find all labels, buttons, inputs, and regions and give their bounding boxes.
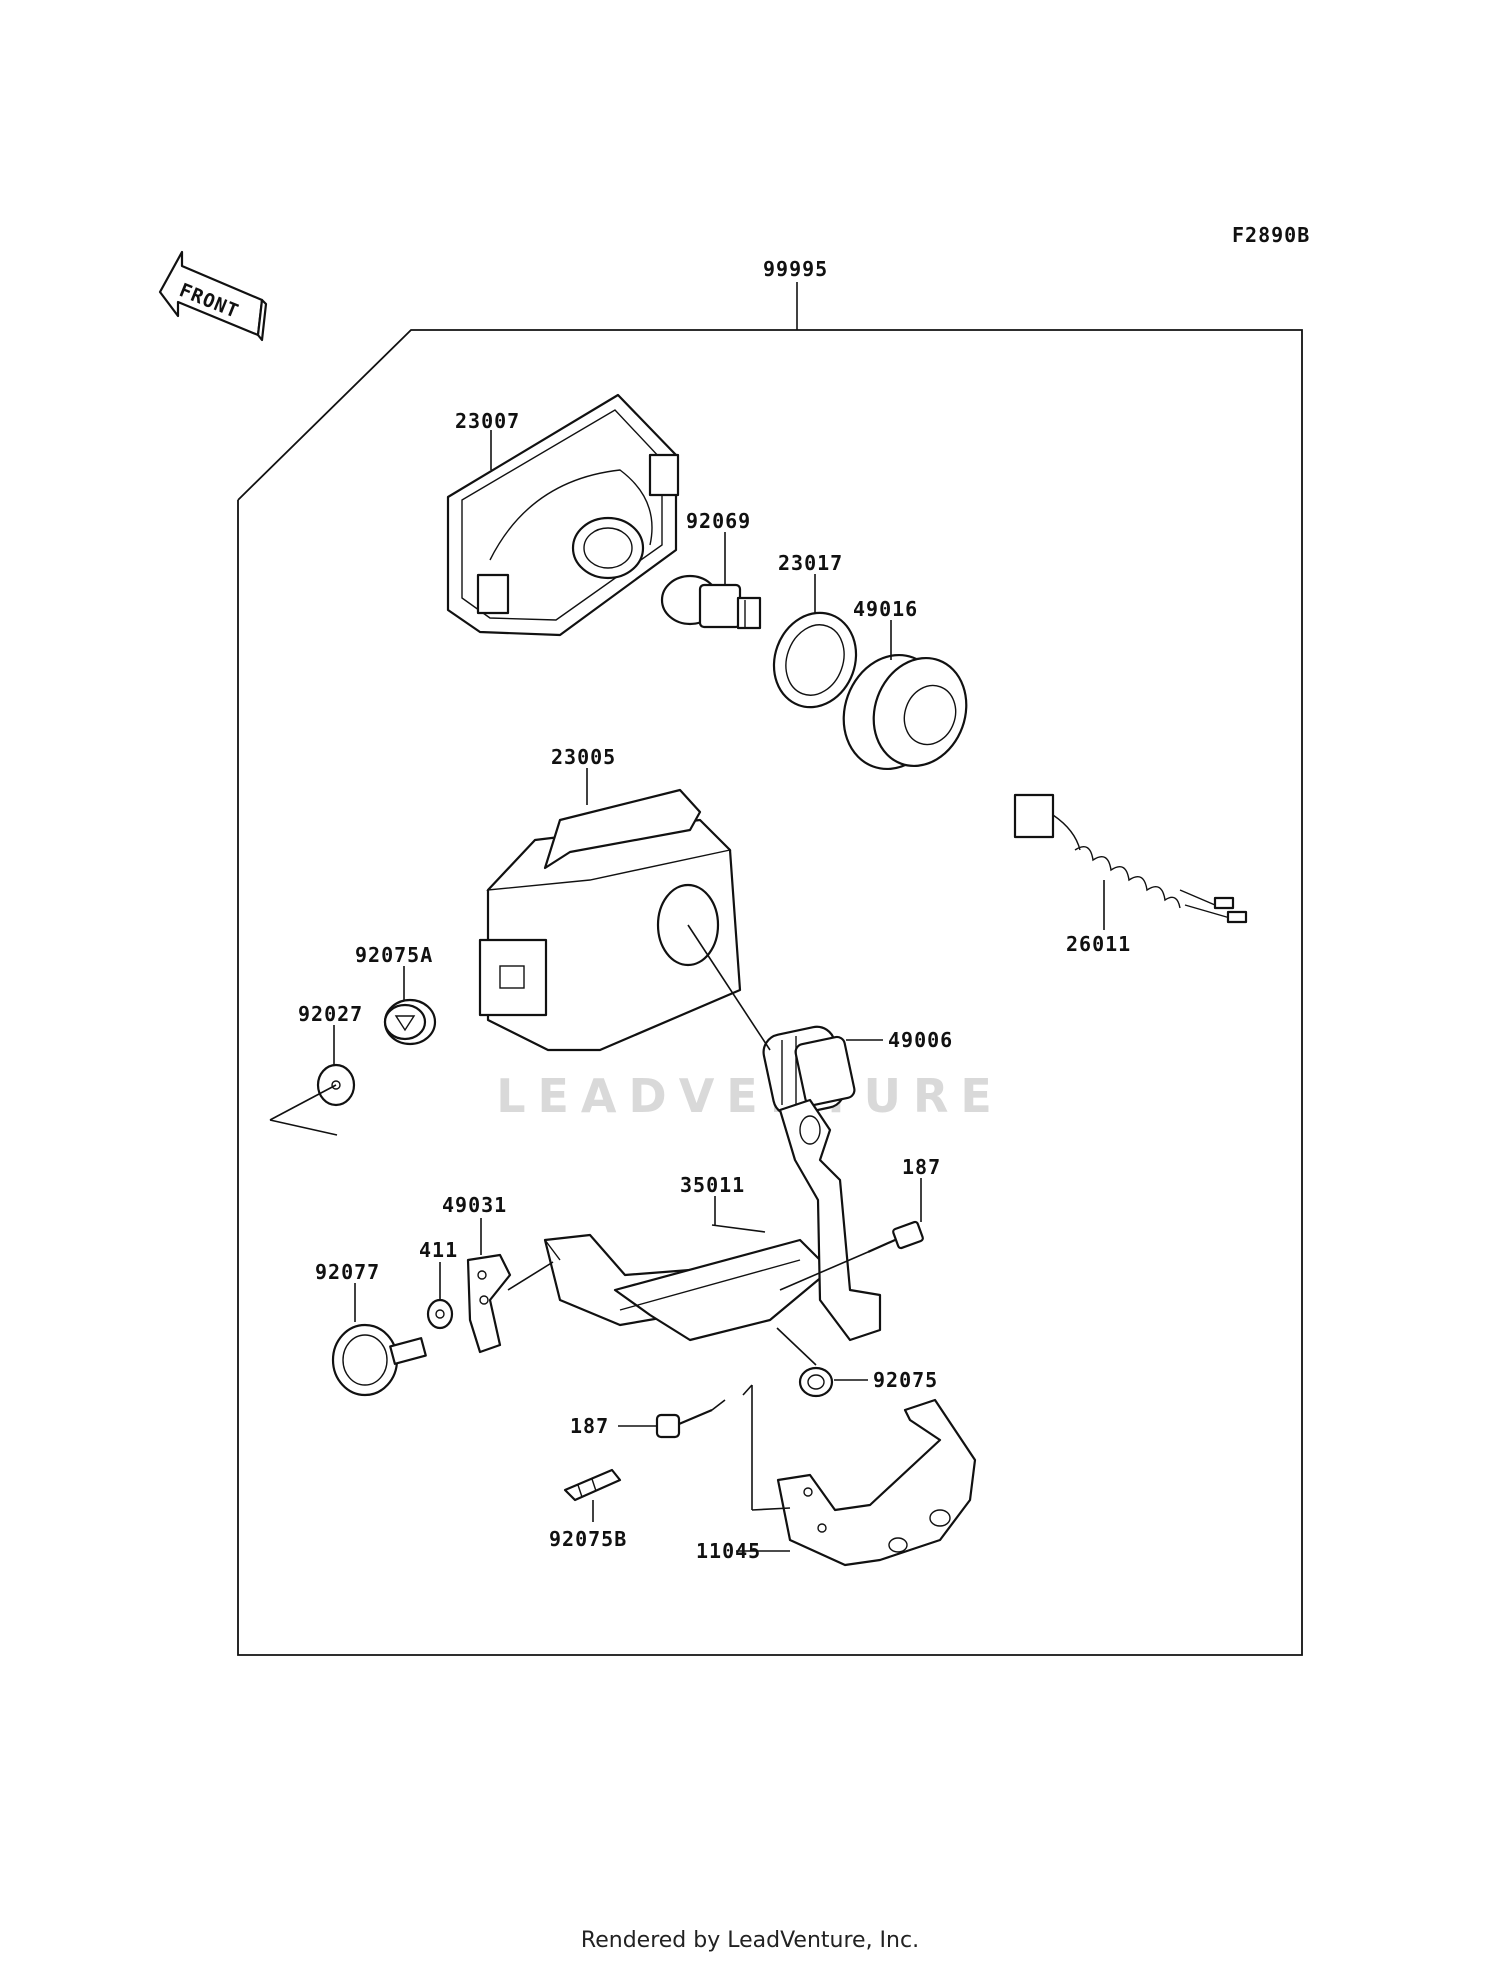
clip <box>563 1468 622 1502</box>
grommet-a <box>383 998 437 1046</box>
grommet <box>798 1366 834 1398</box>
watermark: LEADVENTURE <box>496 1069 1004 1123</box>
label-49006: 49006 <box>888 1028 953 1052</box>
stay <box>776 1398 977 1567</box>
label-11045: 11045 <box>696 1539 761 1563</box>
bolt-right <box>867 1220 924 1254</box>
knob <box>331 1323 427 1397</box>
label-23005: 23005 <box>551 745 616 769</box>
label-92069: 92069 <box>686 509 751 533</box>
label-23017: 23017 <box>778 551 843 575</box>
front-arrow-icon: FRONT <box>158 250 268 342</box>
washer-411 <box>426 1298 454 1330</box>
housing <box>478 788 742 1052</box>
label-92027: 92027 <box>298 1002 363 1026</box>
label-49016: 49016 <box>853 597 918 621</box>
label-49031: 49031 <box>442 1193 507 1217</box>
label-187-right: 187 <box>902 1155 941 1179</box>
assembly-frame <box>237 282 1303 1656</box>
label-23007: 23007 <box>455 409 520 433</box>
label-92075a: 92075A <box>355 943 433 967</box>
label-26011: 26011 <box>1066 932 1131 956</box>
bracket <box>543 1098 882 1342</box>
plate <box>466 1253 512 1354</box>
label-35011: 35011 <box>680 1173 745 1197</box>
label-92075: 92075 <box>873 1368 938 1392</box>
lead-wire <box>1013 793 1248 924</box>
bulb-holder <box>772 611 858 709</box>
label-99995: 99995 <box>763 257 828 281</box>
cap <box>842 653 968 771</box>
label-92075b: 92075B <box>549 1527 627 1551</box>
figure-code: F2890B <box>1232 223 1310 247</box>
label-92077: 92077 <box>315 1260 380 1284</box>
bolt-left <box>655 1408 713 1439</box>
footer-credit: Rendered by LeadVenture, Inc. <box>580 1928 920 1953</box>
label-411: 411 <box>419 1238 458 1262</box>
boot <box>762 1025 856 1117</box>
label-187-left: 187 <box>570 1414 609 1438</box>
bulb <box>660 574 762 630</box>
lamp-unit <box>446 393 680 637</box>
